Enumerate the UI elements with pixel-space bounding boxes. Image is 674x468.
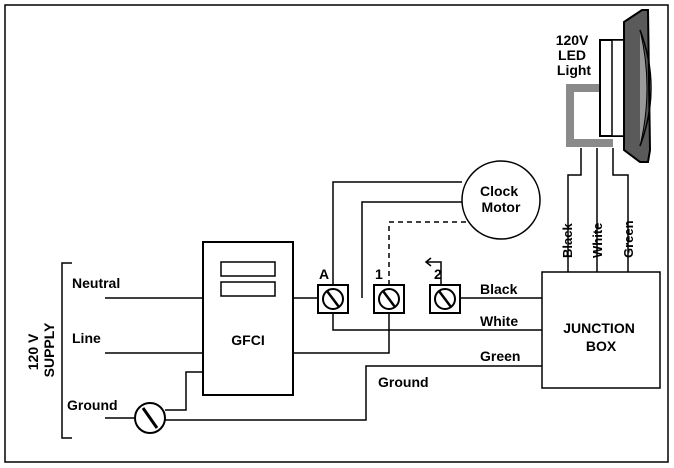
terminal-a: [317, 284, 349, 314]
light-conduit: [566, 84, 617, 147]
terminal-a-label: A: [319, 266, 329, 282]
neutral-label: Neutral: [72, 275, 120, 291]
clock-motor: [461, 160, 541, 240]
gfci-slot-top: [220, 261, 276, 277]
black-wire-label: Black: [480, 281, 518, 297]
switch-2-arrow: [426, 261, 442, 285]
clock-wire-1: [361, 201, 462, 298]
terminal-1-label: 1: [375, 266, 383, 282]
lead-black-label: Black: [560, 223, 575, 258]
green-wire: [165, 365, 542, 421]
ground-wire-label: Ground: [378, 374, 429, 390]
line-label: Line: [72, 330, 101, 346]
ground-jumper: [165, 371, 203, 411]
lead-green-label: Green: [621, 220, 636, 258]
ground-connector: [134, 402, 166, 434]
supply-bracket: [61, 262, 72, 439]
terminal-2-label: 2: [434, 266, 442, 282]
gfci-label: GFCI: [231, 332, 264, 348]
led-light-label: 120V LED Light: [556, 32, 593, 78]
clock-motor-label: Clock Motor: [480, 183, 522, 215]
wires: [105, 148, 629, 421]
clock-switch-link: [388, 221, 468, 285]
supply-label: 120 V SUPPLY: [25, 322, 57, 377]
light-lead-black: [567, 148, 582, 272]
led-light-fixture: [599, 9, 652, 163]
green-wire-label: Green: [480, 348, 520, 364]
gfci-slot-bottom: [220, 281, 276, 297]
gfci-line-to-1: [293, 312, 390, 354]
white-wire: [332, 313, 542, 331]
white-wire-label: White: [480, 313, 518, 329]
junction-box: [541, 271, 661, 389]
terminal-1: [373, 284, 405, 314]
junction-box-label: JUNCTION BOX: [563, 320, 638, 354]
terminal-2: [429, 284, 461, 314]
switch-2-arrowhead: [424, 257, 432, 267]
light-lead-green: [612, 148, 629, 272]
ground-label: Ground: [67, 397, 118, 413]
clock-wire-a: [332, 181, 462, 285]
lead-white-label: White: [590, 223, 605, 258]
